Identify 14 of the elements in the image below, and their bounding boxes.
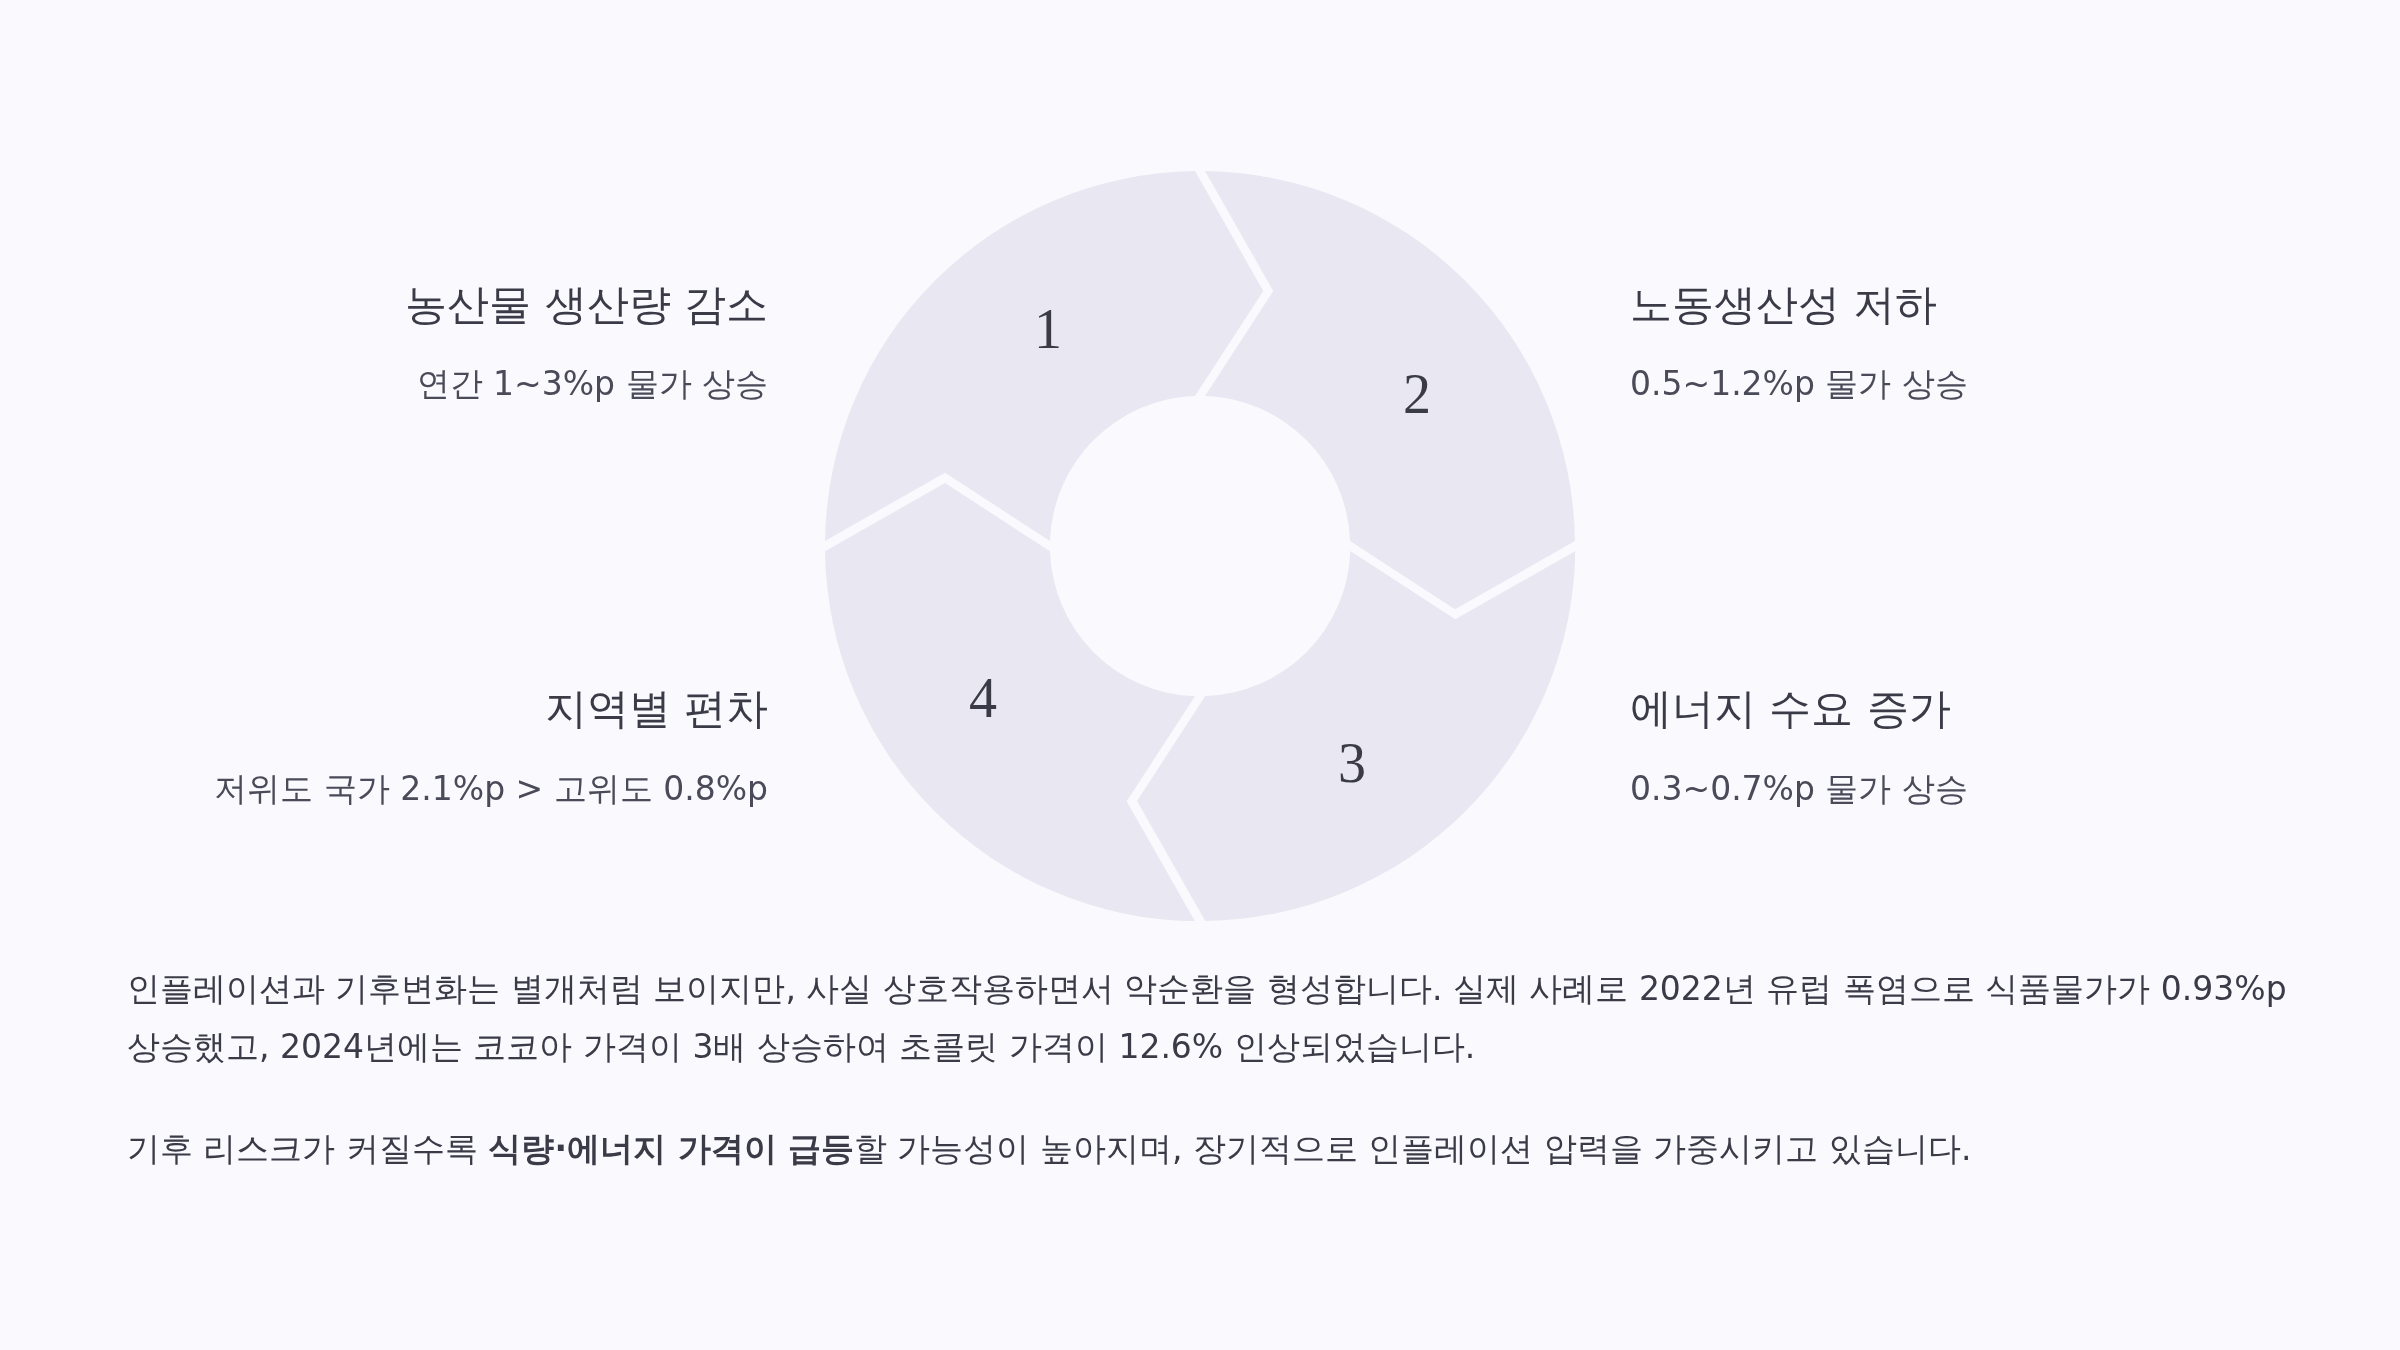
step-description: 저위도 국가 2.1%p > 고위도 0.8%p (214, 771, 768, 805)
step-description: 연간 1~3%p 물가 상승 (416, 366, 768, 400)
step-number: 4 (968, 669, 997, 726)
step-number: 3 (1337, 735, 1366, 792)
step-description: 0.5~1.2%p 물가 상승 (1630, 366, 1968, 400)
step-number: 2 (1403, 366, 1432, 422)
step-title: 에너지 수요 증가 (1630, 688, 1951, 730)
step-number: 1 (1034, 300, 1062, 357)
body-paragraph: 인플레이션과 기후변화는 별개처럼 보이지만, 사실 상호작용하면서 악순환을 형성합니다. 실제 사례로 2022년 유럽 폭염으로 식품물가가 0.93%p 상승했고, 2024년에는 코코아 가격이 3배 상승하여 초콜릿 가격이 12.6% 인상되었습니다. (127, 968, 2288, 1068)
step-title: 노동생산성 저하 (1630, 284, 1938, 326)
step-title: 지역별 편차 (544, 688, 768, 730)
body-paragraph: 기후 리스크가 커질수록 식량·에너지 가격이 급등할 가능성이 높아지며, 장기적으로 인플레이션 압력을 가중시키고 있습니다. (127, 1128, 1973, 1170)
step-description: 0.3~0.7%p 물가 상승 (1630, 771, 1968, 805)
step-title: 농산물 생산량 감소 (405, 284, 768, 326)
